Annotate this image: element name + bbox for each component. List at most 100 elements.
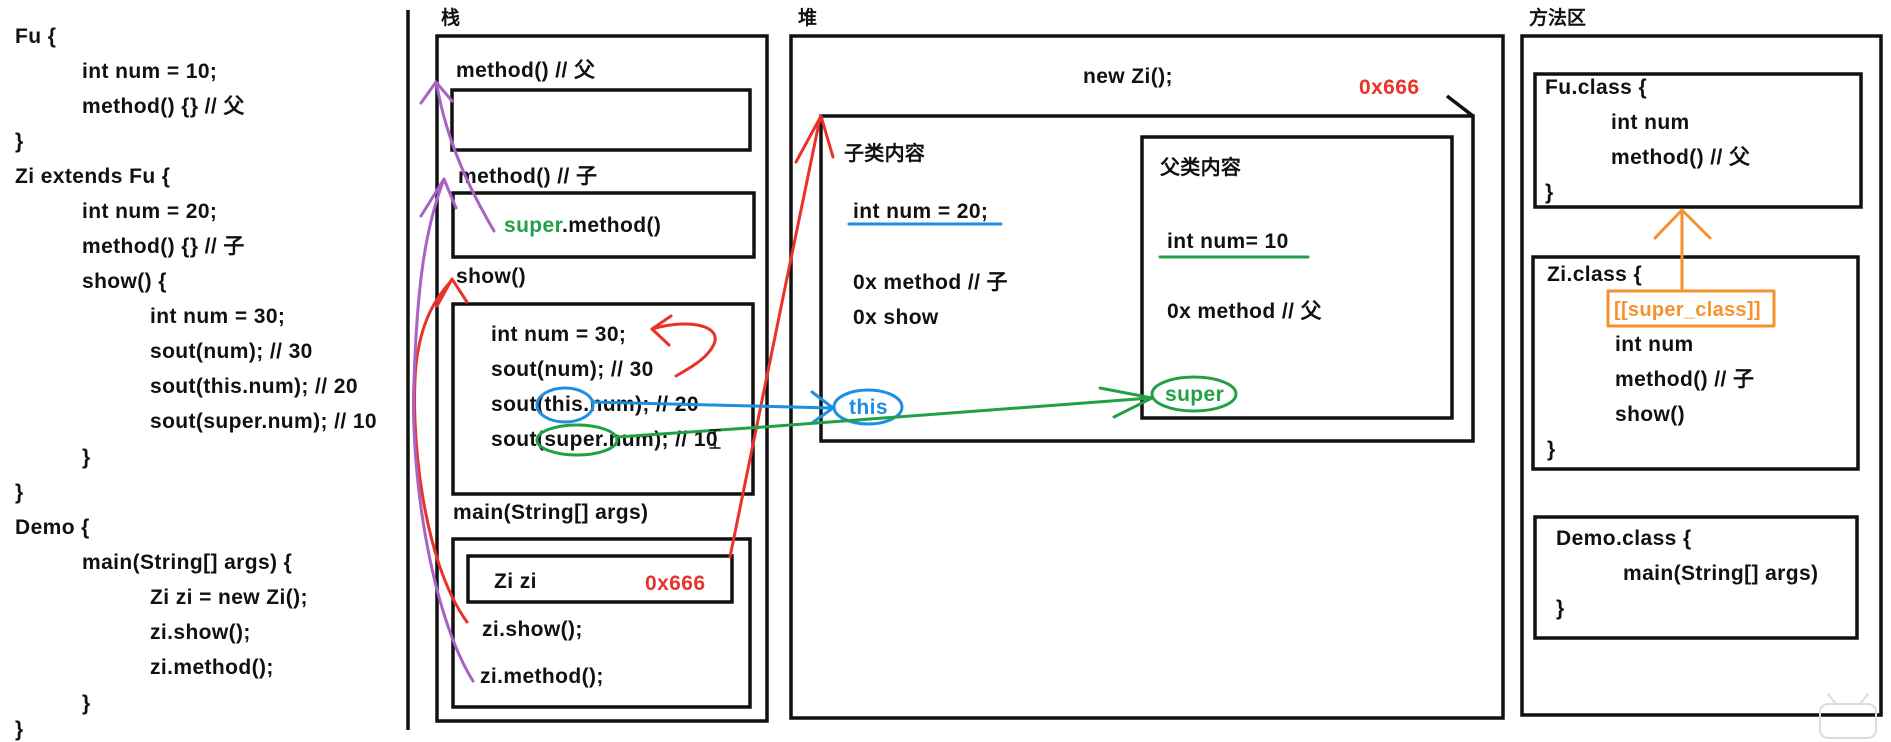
child-content: 子类内容 int num = 20; 0x method // 子 0x sho…	[832, 141, 1008, 426]
child-content-title: 子类内容	[844, 141, 925, 165]
show-local-var: int num = 30;	[491, 323, 626, 346]
code-fu-method: method() {} // 父	[82, 95, 245, 118]
local-var-zi-decl: Zi zi	[494, 570, 537, 593]
frame-fu-method-box	[450, 88, 752, 152]
local-var-zi-box	[466, 554, 734, 604]
arrow-local-lookup-curve	[650, 322, 717, 378]
stack-title: 栈	[441, 6, 460, 29]
frame-show-box	[451, 302, 755, 496]
code-fu-close: }	[15, 130, 24, 153]
child-method-ref: 0x method // 子	[853, 271, 1008, 294]
super-circle	[1150, 375, 1238, 413]
code-zi-close: }	[15, 481, 24, 504]
zi-class-show: show()	[1615, 403, 1685, 426]
show-print-num: sout(num); // 30	[491, 358, 654, 381]
arrow-super-reference	[615, 386, 1154, 439]
demo-class: Demo.class { main(String[] args) }	[1533, 515, 1859, 640]
heap-object-address: 0x666	[1359, 76, 1419, 99]
arrow-this-reference-head	[810, 390, 835, 425]
arrow-call-zi-method-shaft	[412, 180, 475, 683]
demo-class-box	[1533, 515, 1859, 640]
stack-area: 栈 method() // 父 method() // 子 super.meth…	[435, 6, 769, 723]
method-area-title: 方法区	[1529, 6, 1586, 29]
zi-object: 子类内容 int num = 20; 0x method // 子 0x sho…	[819, 94, 1475, 443]
code-fu-field: int num = 10;	[82, 60, 217, 83]
parent-field: int num= 10	[1167, 230, 1289, 253]
method-area: 方法区 Fu.class { int num method() // 父 } Z…	[1520, 6, 1883, 717]
show-print-this: sout(this.num); // 20	[491, 393, 699, 416]
fu-class-header: Fu.class {	[1545, 76, 1647, 99]
code-main-call-show: zi.show();	[150, 621, 251, 644]
arrow-call-zi-method-head	[419, 177, 458, 218]
code-demo-close: }	[15, 718, 24, 741]
arrow-call-super-method-shaft	[435, 84, 496, 233]
arrow-this-reference-shaft	[590, 400, 834, 410]
super-highlight-circle	[535, 423, 619, 457]
demo-class-header: Demo.class {	[1556, 527, 1692, 550]
watermark-tv-body	[1819, 703, 1877, 739]
fu-class-close: }	[1545, 181, 1554, 204]
zi-class-header: Zi.class {	[1547, 263, 1642, 286]
fu-class-method: method() // 父	[1611, 146, 1751, 169]
arrow-call-zi-method	[412, 177, 475, 683]
parent-content-box	[1140, 135, 1454, 420]
fu-class: Fu.class { int num method() // 父 }	[1533, 72, 1863, 209]
source-code: Fu { int num = 10; method() {} // 父 } Zi…	[15, 25, 377, 741]
code-main-new-zi: Zi zi = new Zi();	[150, 586, 308, 609]
arrow-this-reference	[590, 390, 835, 425]
method-area-border	[1520, 34, 1883, 717]
arrow-call-show-shaft	[413, 279, 469, 624]
frame-zi-method-label: method() // 子	[458, 165, 597, 188]
frame-main-box	[451, 537, 752, 709]
arrow-reference-to-object-head	[794, 114, 835, 164]
parent-method-ref: 0x method // 父	[1167, 300, 1323, 323]
arrow-call-super-method-head	[419, 80, 454, 105]
code-zi-show-header: show() {	[82, 270, 167, 293]
fu-class-box	[1533, 72, 1863, 209]
zi-class-close: }	[1547, 438, 1556, 461]
super-label: super	[1165, 383, 1224, 406]
this-highlight-circle	[535, 386, 595, 424]
frame-fu-method: method() // 父	[450, 59, 752, 152]
frame-show-label: show()	[456, 265, 526, 288]
zi-object-box	[819, 114, 1475, 443]
demo-class-main: main(String[] args)	[1623, 562, 1818, 585]
code-zi-show-close: }	[82, 446, 91, 469]
child-field: int num = 20;	[853, 200, 988, 223]
arrow-local-lookup-head	[650, 314, 673, 347]
arrow-reference-to-object-shaft	[728, 116, 822, 559]
code-show-print-this: sout(this.num); // 20	[150, 375, 358, 398]
frame-main: main(String[] args) Zi zi 0x666 zi.show(…	[451, 501, 752, 709]
frame-zi-method: method() // 子 super.method()	[451, 165, 756, 259]
method-call: .method()	[562, 214, 661, 237]
main-call-show: zi.show();	[482, 618, 583, 641]
arrow-call-show	[413, 277, 469, 624]
super-class-arrow-head	[1653, 208, 1712, 240]
code-class-demo-header: Demo {	[15, 516, 90, 539]
code-class-fu-header: Fu {	[15, 25, 56, 48]
arrow-call-show-head	[435, 277, 469, 308]
arrow-super-reference-head	[1098, 386, 1154, 419]
super-keyword: super	[504, 214, 563, 237]
demo-class-close: }	[1556, 597, 1565, 620]
text-cursor-icon	[709, 429, 721, 449]
zi-class-method: method() // 子	[1615, 368, 1754, 391]
code-zi-method: method() {} // 子	[82, 235, 245, 258]
heap-object-expression: new Zi();	[1083, 65, 1173, 88]
arrow-local-lookup	[650, 314, 717, 378]
annotation-arrows	[412, 80, 1154, 683]
code-show-print-super: sout(super.num); // 10	[150, 410, 377, 433]
heap-area: 堆 new Zi(); 0x666 子类内容 int num = 20; 0x …	[789, 6, 1505, 720]
code-zi-field: int num = 20;	[82, 200, 217, 223]
code-class-zi-header: Zi extends Fu {	[15, 165, 170, 188]
super-class-arrow	[1653, 208, 1712, 293]
super-class-ref-box	[1606, 289, 1776, 328]
heap-title: 堆	[798, 6, 817, 29]
code-main-call-method: zi.method();	[150, 656, 274, 679]
arrow-reference-to-object	[728, 114, 835, 559]
arrow-super-reference-shaft	[615, 396, 1153, 439]
code-demo-main-close: }	[82, 692, 91, 715]
this-label: this	[849, 396, 888, 419]
watermark-tv-antenna	[1827, 693, 1869, 705]
